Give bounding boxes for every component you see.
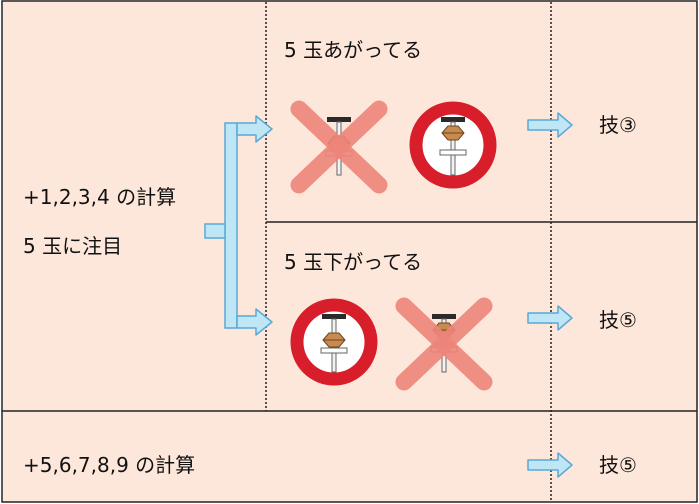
cell-bottom	[3, 411, 551, 502]
bottom-result: 技⑤	[599, 453, 637, 477]
left-label-line2: 5 玉に注目	[23, 234, 123, 258]
cell-left	[3, 2, 266, 411]
bottom-label: +5,6,7,8,9 の計算	[23, 453, 196, 477]
left-label-line1: +1,2,3,4 の計算	[23, 185, 177, 209]
upper-correct-icon	[409, 101, 497, 189]
right-arrow-icon	[527, 305, 573, 331]
cell-bottom-result	[551, 411, 697, 502]
lower-wrong-icon	[395, 297, 493, 391]
cell-lower-result	[551, 222, 697, 411]
lower-case-title: 5 玉下がってる	[284, 250, 423, 274]
cell-upper-result	[551, 2, 697, 222]
lower-result: 技⑤	[599, 308, 637, 332]
lower-correct-icon	[290, 298, 378, 386]
upper-wrong-icon	[290, 100, 388, 194]
right-arrow-icon	[527, 112, 573, 138]
upper-case-title: 5 玉あがってる	[284, 38, 423, 62]
upper-result: 技③	[599, 113, 637, 137]
right-arrow-icon	[527, 452, 573, 478]
branch-bracket-icon	[204, 115, 273, 336]
